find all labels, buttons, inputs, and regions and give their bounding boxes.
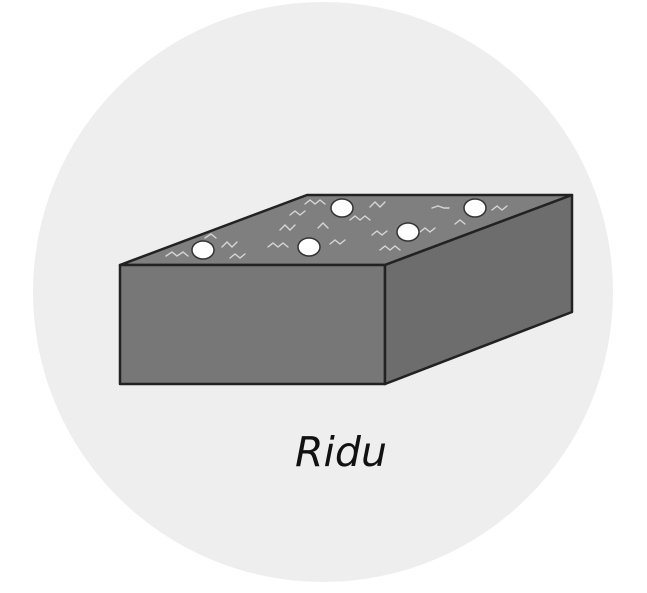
squiggle [229,253,246,259]
dot [463,198,487,218]
squiggle [371,230,388,236]
squiggle [419,227,436,233]
surface-dots [191,198,487,260]
squiggle [165,251,189,257]
squiggle [379,245,401,251]
dot [191,240,215,260]
block-side-face [383,193,574,386]
squiggle [491,205,508,211]
squiggle [329,239,346,245]
squiggle [349,215,371,221]
squiggle [454,219,466,225]
squiggle [279,224,296,231]
block-front-face [118,263,387,386]
squiggle [317,222,329,229]
squiggle [289,210,306,216]
squiggle [267,242,289,248]
squiggle [304,199,326,205]
caption-label: Ridu [295,428,387,476]
dot [297,237,321,257]
squiggle [431,205,450,209]
surface-squiggles [165,199,508,259]
squiggle [221,241,238,248]
dot [396,222,420,242]
dot [330,198,354,218]
squiggle [369,201,386,208]
squiggle [204,233,217,239]
